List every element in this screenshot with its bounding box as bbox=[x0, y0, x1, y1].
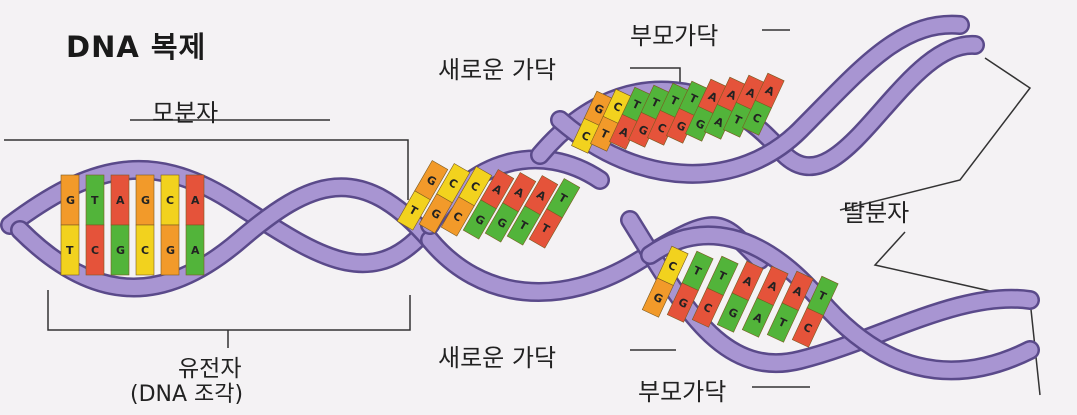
base-pair: GT bbox=[61, 175, 79, 275]
label-daughter-molecules: 딸분자 bbox=[843, 193, 909, 228]
base-letter: G bbox=[166, 244, 175, 257]
base-pair: AG bbox=[111, 175, 129, 275]
gene-bracket bbox=[48, 290, 410, 330]
base-letter: T bbox=[66, 244, 74, 257]
label-parent-strand-top: 부모가닥 bbox=[630, 16, 718, 51]
base-pair: AA bbox=[186, 175, 204, 275]
label-new-strand-top: 새로운 가닥 bbox=[438, 50, 556, 85]
base-letter: G bbox=[116, 244, 125, 257]
base-pair: CG bbox=[161, 175, 179, 275]
base-letter: A bbox=[191, 244, 200, 257]
base-letter: A bbox=[116, 194, 125, 207]
diagram-title: DNA 복제 bbox=[66, 24, 206, 66]
base-pair: GC bbox=[136, 175, 154, 275]
base-pair: TC bbox=[86, 175, 104, 275]
base-letter: T bbox=[91, 194, 99, 207]
base-letter: C bbox=[91, 244, 99, 257]
label-parent-molecule: 모분자 bbox=[152, 93, 218, 128]
label-new-strand-bottom: 새로운 가닥 bbox=[438, 338, 556, 373]
label-parent-strand-bottom: 부모가닥 bbox=[638, 372, 726, 407]
base-letter: C bbox=[166, 194, 174, 207]
base-letter: A bbox=[191, 194, 200, 207]
base-letter: G bbox=[66, 194, 75, 207]
label-gene-note: (DNA 조각) bbox=[130, 376, 243, 408]
base-letter: G bbox=[141, 194, 150, 207]
base-letter: C bbox=[141, 244, 149, 257]
